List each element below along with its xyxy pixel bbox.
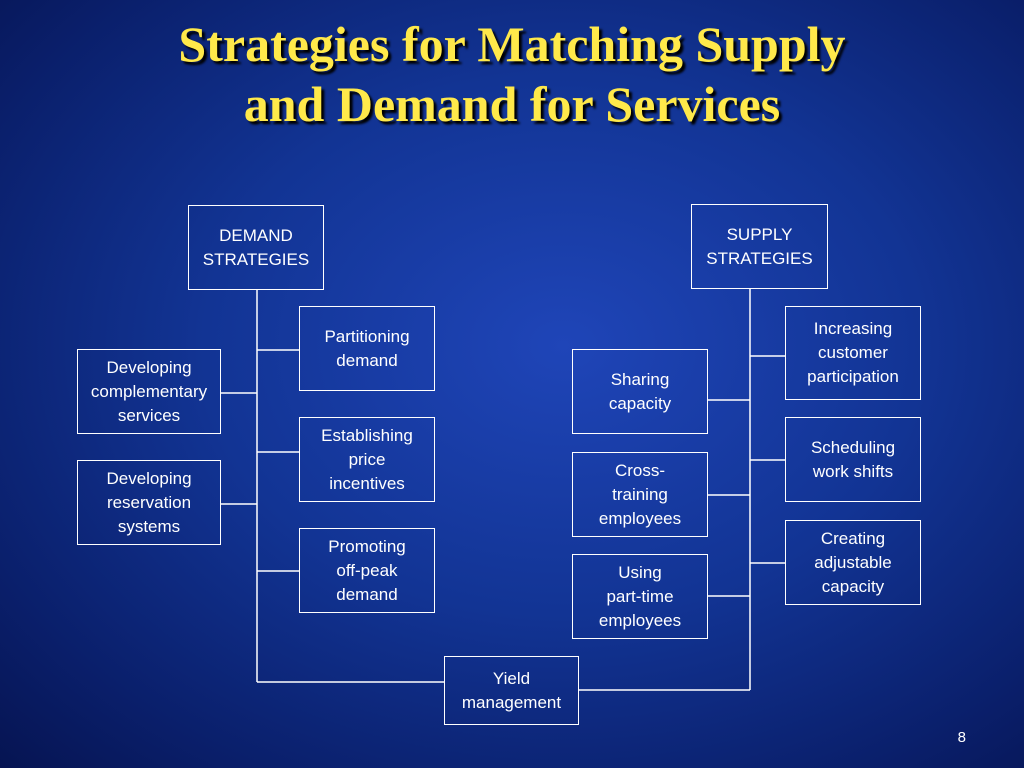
title-line-2: and Demand for Services bbox=[243, 76, 781, 132]
title-line-1: Strategies for Matching Supply bbox=[178, 16, 846, 72]
supply-strategies-box: SUPPLY STRATEGIES bbox=[691, 204, 828, 289]
increasing-customer-participation-box: Increasing customer participation bbox=[785, 306, 921, 400]
developing-complementary-services-box: Developing complementary services bbox=[77, 349, 221, 434]
cross-training-employees-box: Cross- training employees bbox=[572, 452, 708, 537]
promoting-off-peak-demand-box: Promoting off-peak demand bbox=[299, 528, 435, 613]
using-part-time-employees-box: Using part-time employees bbox=[572, 554, 708, 639]
sharing-capacity-box: Sharing capacity bbox=[572, 349, 708, 434]
slide-title: Strategies for Matching Supply and Deman… bbox=[0, 14, 1024, 134]
yield-management-box: Yield management bbox=[444, 656, 579, 725]
page-number: 8 bbox=[957, 729, 966, 746]
creating-adjustable-capacity-box: Creating adjustable capacity bbox=[785, 520, 921, 605]
scheduling-work-shifts-box: Scheduling work shifts bbox=[785, 417, 921, 502]
demand-strategies-box: DEMAND STRATEGIES bbox=[188, 205, 324, 290]
establishing-price-incentives-box: Establishing price incentives bbox=[299, 417, 435, 502]
developing-reservation-systems-box: Developing reservation systems bbox=[77, 460, 221, 545]
partitioning-demand-box: Partitioning demand bbox=[299, 306, 435, 391]
